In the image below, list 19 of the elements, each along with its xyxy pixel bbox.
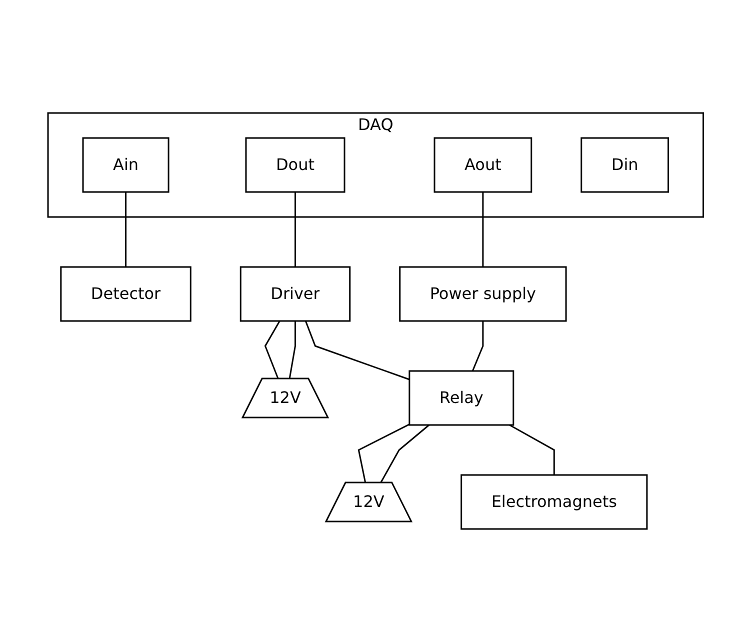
node-box: Electromagnets bbox=[460, 474, 648, 530]
connector bbox=[289, 320, 296, 379]
node-box: Power supply bbox=[399, 266, 568, 322]
node-box: Relay bbox=[409, 370, 514, 426]
connector bbox=[510, 424, 556, 474]
node-box: Ain bbox=[82, 136, 170, 192]
connector bbox=[472, 320, 484, 371]
connector bbox=[294, 192, 296, 266]
node-box: Driver bbox=[240, 266, 351, 322]
connector bbox=[305, 320, 410, 380]
connector bbox=[264, 320, 281, 379]
connector bbox=[482, 192, 484, 266]
node-box: Dout bbox=[246, 136, 346, 192]
node-box: Aout bbox=[434, 136, 532, 192]
connector bbox=[380, 424, 430, 483]
connector bbox=[358, 423, 410, 483]
connector bbox=[125, 192, 127, 266]
node-box: Detector bbox=[60, 266, 192, 322]
node-box: Din bbox=[580, 136, 670, 192]
